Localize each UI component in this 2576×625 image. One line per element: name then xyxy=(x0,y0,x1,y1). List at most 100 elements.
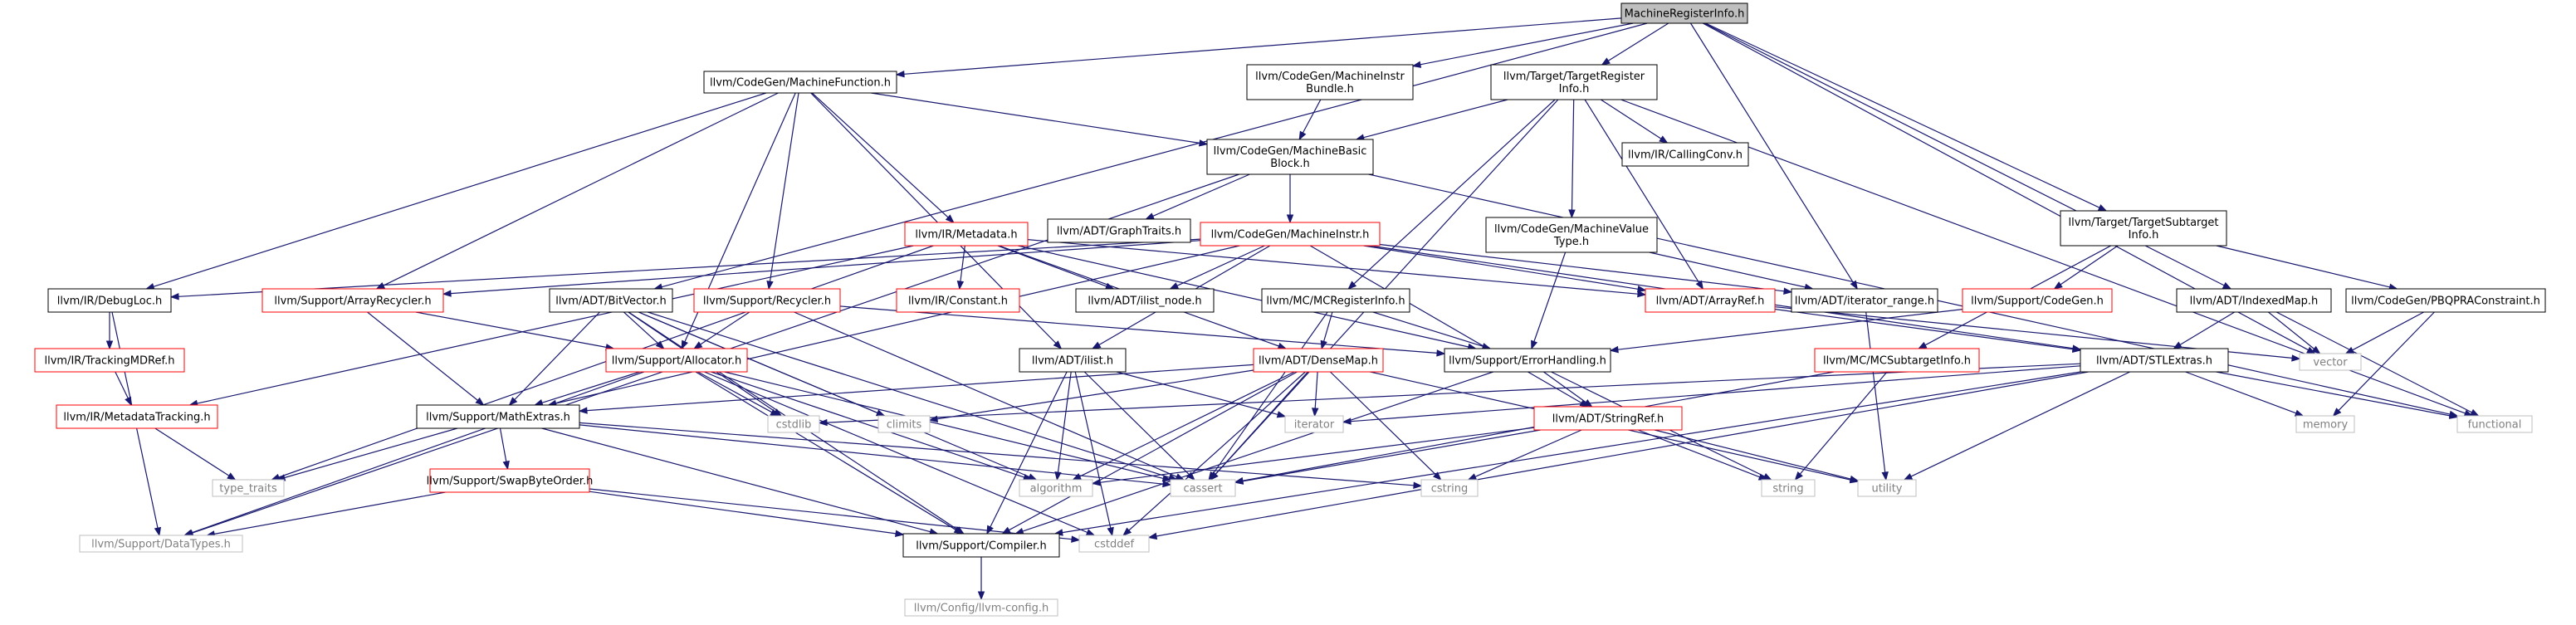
node-compiler[interactable]: llvm/Support/Compiler.h xyxy=(902,533,1060,558)
edge-line xyxy=(154,427,230,476)
edge-arrowhead xyxy=(1091,341,1102,349)
edge-compiler-to-llvmconfig xyxy=(977,557,985,601)
edge-line xyxy=(990,371,1068,528)
node-bitvector[interactable]: llvm/ADT/BitVector.h xyxy=(549,288,673,313)
node-mcreg[interactable]: llvm/MC/MCRegisterInfo.h xyxy=(1261,288,1410,313)
edge-line xyxy=(1350,365,2081,422)
node-label: llvm/ADT/StringRef.h xyxy=(1552,413,1664,426)
node-allocator[interactable]: llvm/Support/Allocator.h xyxy=(605,348,748,373)
edge-allocator-to-cstdlib xyxy=(697,371,780,417)
node-swapbyte[interactable]: llvm/Support/SwapByteOrder.h xyxy=(427,468,594,493)
node-arrayref[interactable]: llvm/ADT/ArrayRef.h xyxy=(1645,288,1776,313)
node-label: Info.h xyxy=(1559,83,1590,95)
node-box xyxy=(1075,288,1215,313)
edge-line xyxy=(197,245,914,404)
node-ilist[interactable]: llvm/ADT/ilist.h xyxy=(1019,348,1127,373)
edge-arrowhead xyxy=(1107,526,1114,537)
edge-allocator-to-algorithm xyxy=(711,371,1033,481)
edge-stlextras-to-memory xyxy=(2185,371,2305,417)
node-box xyxy=(1857,479,1917,497)
edge-arrowhead xyxy=(956,281,965,291)
node-label: llvm/Config/llvm-config.h xyxy=(914,603,1048,615)
node-memory: memory xyxy=(2295,415,2355,433)
node-label: string xyxy=(1772,483,1803,496)
edge-line xyxy=(1689,22,1854,283)
node-cstdlib: cstdlib xyxy=(767,415,820,433)
edge-line xyxy=(1543,371,1586,403)
node-debugloc[interactable]: llvm/IR/DebugLoc.h xyxy=(47,288,172,313)
node-arecycler[interactable]: llvm/Support/ArrayRecycler.h xyxy=(262,288,444,313)
node-minstr[interactable]: llvm/CodeGen/MachineInstr.h xyxy=(1200,222,1381,247)
edge-line xyxy=(1156,371,2089,537)
node-box xyxy=(693,288,841,313)
node-label: llvm/ADT/ilist.h xyxy=(1032,355,1113,368)
edge-line xyxy=(903,17,1622,75)
node-label: llvm/ADT/DenseMap.h xyxy=(1259,355,1378,368)
node-densemap[interactable]: llvm/ADT/DenseMap.h xyxy=(1253,348,1384,373)
node-label: functional xyxy=(2468,419,2522,432)
node-callconv[interactable]: llvm/IR/CallingConv.h xyxy=(1621,142,1749,167)
node-box xyxy=(1645,288,1776,313)
edge-codegen-to-errhandling xyxy=(1609,309,1963,354)
edge-line xyxy=(1607,22,1669,61)
node-recycler[interactable]: llvm/Support/Recycler.h xyxy=(693,288,841,313)
node-mcsubtarget[interactable]: llvm/MC/MCSubtargetInfo.h xyxy=(1814,348,1980,373)
edge-arrowhead xyxy=(1637,290,1647,298)
node-pbqp[interactable]: llvm/CodeGen/PBQPRAConstraint.h xyxy=(2345,288,2546,313)
edge-arrowhead xyxy=(1286,214,1294,224)
edge-line xyxy=(1074,371,1112,529)
node-label: llvm/IR/Constant.h xyxy=(908,295,1008,308)
node-box xyxy=(1200,222,1381,247)
edge-line xyxy=(586,364,1254,412)
edge-line xyxy=(1099,427,1535,483)
node-trackingmd[interactable]: llvm/IR/TrackingMDRef.h xyxy=(34,348,185,373)
node-llvmconfig: llvm/Config/llvm-config.h xyxy=(904,598,1058,617)
node-ilistnode[interactable]: llvm/ADT/ilist_node.h xyxy=(1075,288,1215,313)
edge-mbb-to-graphtraits xyxy=(1145,173,1250,220)
edge-line xyxy=(648,311,1171,478)
node-graphtraits[interactable]: llvm/ADT/GraphTraits.h xyxy=(1047,218,1191,243)
edge-root-to-tsi xyxy=(1705,22,2108,212)
node-mfunc[interactable]: llvm/CodeGen/MachineFunction.h xyxy=(703,71,897,94)
node-stlextras[interactable]: llvm/ADT/STLExtras.h xyxy=(2080,348,2229,373)
edge-allocator-to-cstddef xyxy=(704,371,1096,536)
node-stringref[interactable]: llvm/ADT/StringRef.h xyxy=(1533,406,1683,431)
node-indexedmap[interactable]: llvm/ADT/IndexedMap.h xyxy=(2176,288,2332,313)
node-root[interactable]: MachineRegisterInfo.h xyxy=(1620,2,1748,24)
node-utility: utility xyxy=(1857,479,1917,497)
node-box xyxy=(2080,348,2229,373)
node-box xyxy=(2295,415,2355,433)
edge-mibundle-to-mbb xyxy=(1298,99,1322,141)
node-label: llvm/Support/ArrayRecycler.h xyxy=(274,295,431,308)
node-metadata[interactable]: llvm/IR/Metadata.h xyxy=(904,222,1029,247)
node-mdtracking[interactable]: llvm/IR/MetadataTracking.h xyxy=(56,404,218,429)
edge-line xyxy=(284,427,458,479)
node-label: algorithm xyxy=(1030,483,1083,496)
edge-line xyxy=(1799,371,1888,475)
node-label: llvm/Support/Allocator.h xyxy=(612,355,742,368)
edge-arrowhead xyxy=(1467,473,1478,481)
edge-arrowhead xyxy=(655,340,665,349)
node-constant[interactable]: llvm/IR/Constant.h xyxy=(896,288,1020,313)
edge-swapbyte-to-cstddef xyxy=(589,488,1081,543)
node-mathextras[interactable]: llvm/Support/MathExtras.h xyxy=(416,404,580,429)
edge-arrowhead xyxy=(1320,339,1327,350)
node-codegen[interactable]: llvm/Support/CodeGen.h xyxy=(1962,288,2113,313)
node-label: llvm/IR/DebugLoc.h xyxy=(57,295,162,308)
node-box xyxy=(877,415,931,433)
node-errhandling[interactable]: llvm/Support/ErrorHandling.h xyxy=(1444,348,1611,373)
node-box xyxy=(1261,288,1410,313)
edge-line xyxy=(839,305,1438,354)
edge-line xyxy=(213,491,446,535)
edge-line xyxy=(1379,243,1785,292)
edge-mfunc-to-mbb xyxy=(871,92,1209,147)
edge-arrowhead xyxy=(1850,280,1858,291)
node-iterrange[interactable]: llvm/ADT/iterator_range.h xyxy=(1791,288,1938,313)
edge-line xyxy=(1057,371,1072,473)
edge-line xyxy=(794,311,1177,477)
